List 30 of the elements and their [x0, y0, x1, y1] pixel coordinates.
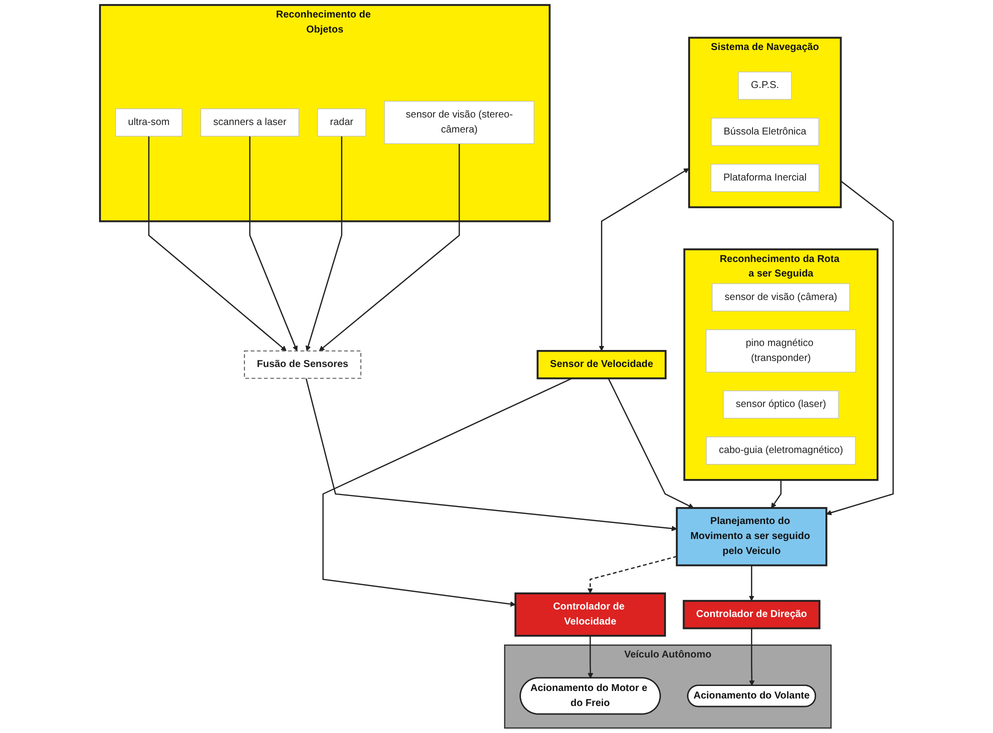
arrow: [770, 480, 782, 508]
node-box: Bússola Eletrônica: [710, 118, 819, 146]
node-box: cabo-guia (eletromagnético): [706, 436, 856, 465]
node-box: Plataforma Inercial: [710, 164, 820, 192]
arrow: [598, 168, 690, 352]
arrow: [322, 378, 572, 607]
node-box: Planejamento do Movimento a ser seguido pelo Veiculo: [676, 507, 828, 566]
node-box: sensor óptico (laser): [722, 390, 839, 419]
arrow: [608, 378, 694, 508]
node-box: sensor de visão (câmera): [712, 283, 850, 312]
node-box: Controlador de Velocidade: [514, 592, 666, 637]
arrow: [826, 180, 894, 516]
node-box: sensor de visão (stereo-câmera): [384, 100, 534, 144]
arrow: [249, 136, 298, 352]
arrow: [749, 628, 755, 686]
arrow: [148, 136, 286, 352]
node-box: G.P.S.: [738, 72, 792, 100]
node-box: scanners a laser: [200, 108, 300, 136]
arrow: [588, 636, 594, 678]
arrow: [587, 556, 677, 594]
node-box: radar: [317, 108, 366, 136]
node-box: ultra-som: [115, 108, 182, 136]
node-box: Fusão de Sensores: [244, 350, 362, 379]
node-box: Sensor de Velocidade: [536, 350, 666, 380]
node-box: pino magnético (transponder): [706, 329, 856, 372]
arrow: [305, 378, 677, 532]
arrow: [318, 144, 460, 352]
node-box: Controlador de Direção: [682, 600, 820, 630]
arrow: [306, 136, 342, 352]
arrow: [748, 565, 754, 602]
